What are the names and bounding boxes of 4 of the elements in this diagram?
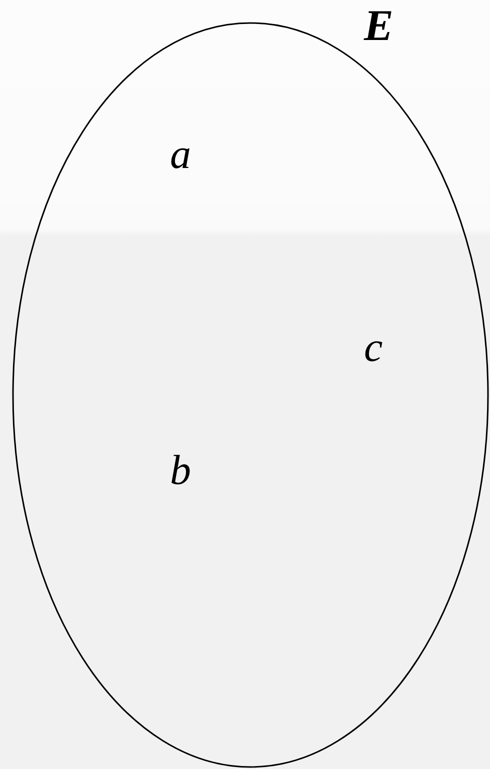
element-label: c [364,327,383,369]
set-label: E [364,4,394,48]
element-label: b [170,450,191,492]
element-label: a [170,134,191,176]
